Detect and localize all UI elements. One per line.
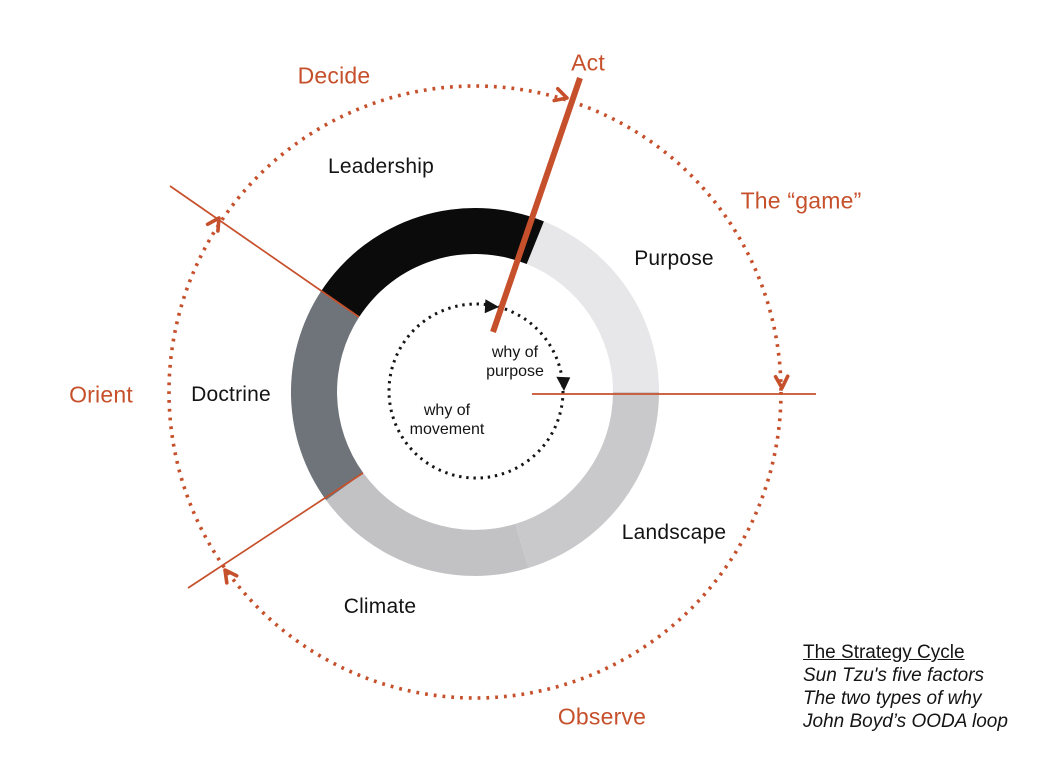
why-circle (387, 302, 565, 480)
label-leadership: Leadership (328, 155, 434, 178)
ring-segment-landscape (515, 392, 659, 568)
legend-title: The Strategy Cycle (803, 642, 965, 663)
legend: The Strategy Cycle Sun Tzu's five factor… (803, 641, 1008, 733)
why-circle-arrow-top (484, 299, 499, 314)
climate-doctrine-divider-line (187, 472, 364, 589)
label-observe: Observe (557, 703, 647, 730)
ooda-arrow-upper-left (205, 216, 221, 233)
label-decide: Decide (297, 62, 371, 89)
label-why-of-movement: why of movement (410, 401, 485, 439)
why-circle-arrow-right (556, 376, 571, 391)
ring-segment-leadership (320, 208, 544, 317)
label-doctrine: Doctrine (191, 383, 271, 406)
ring-segment-doctrine (290, 291, 364, 501)
ring-segment-purpose (526, 221, 659, 392)
doctrine-leadership-divider-line (169, 185, 360, 318)
label-purpose: Purpose (634, 247, 714, 270)
ring-segment-climate (326, 473, 529, 576)
why-of-movement-line2: movement (409, 421, 485, 438)
ooda-loop-circle (167, 84, 783, 700)
label-orient: Orient (69, 381, 133, 408)
legend-line-two-whys: The two types of why (803, 688, 982, 709)
why-of-movement-line1: why of (423, 402, 471, 419)
label-climate: Climate (343, 595, 417, 618)
legend-line-sun-tzu: Sun Tzu's five factors (803, 665, 985, 686)
label-why-of-purpose: why of purpose (486, 343, 544, 381)
label-act: Act (571, 49, 605, 76)
ooda-arrow-right (773, 374, 790, 390)
label-landscape: Landscape (621, 521, 727, 544)
legend-line-ooda: John Boyd’s OODA loop (803, 711, 1008, 732)
why-of-purpose-line2: purpose (486, 363, 544, 380)
ooda-arrow-top (552, 87, 569, 103)
act-line (490, 77, 583, 333)
ooda-arrow-lower-left (223, 568, 239, 585)
why-of-purpose-line1: why of (491, 344, 539, 361)
label-the-game: The “game” (740, 187, 862, 214)
